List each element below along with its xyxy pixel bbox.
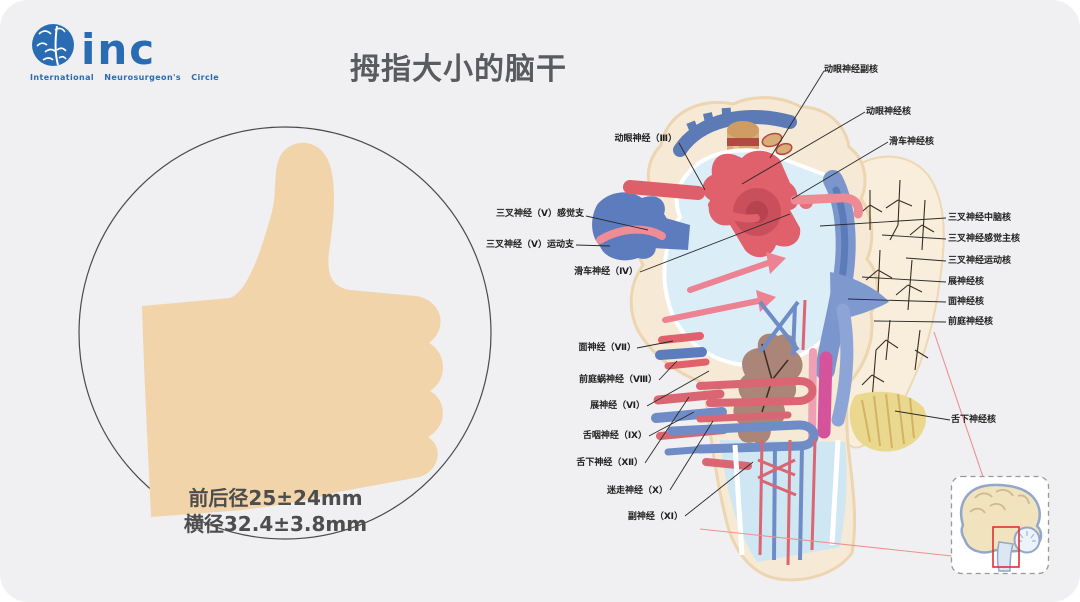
thumb-circle [78,126,492,540]
brain-sagittal-thumbnail [950,475,1050,575]
logo-wordmark: inc [81,25,157,74]
cerebellum-branches [857,179,935,401]
nucleus-label-trigeminal-mesencephalic: 三叉神经中脑核 [948,213,1012,223]
measurement-line2: 横径32.4±3.8mm [183,512,368,536]
logo-subtitle: International Neurosurgeon's Circle [30,73,220,82]
nucleus-label-hypoglossal: 舌下神经核 [951,415,997,425]
nerve-label-trochlear: 滑车神经（Ⅳ） [574,267,638,277]
page-title: 拇指大小的脑干 [350,52,567,87]
thumbs-up-icon [142,142,444,517]
nerve-label-vestibulocochlear: 前庭蜗神经（Ⅷ） [578,375,657,385]
nucleus-label-oculomotor-accessory: 动眼神经副核 [824,65,879,75]
nerve-label-glossopharyngeal: 舌咽神经（Ⅸ） [582,431,647,441]
nerve-label-trigeminal-motor: 三叉神经（Ⅴ）运动支 [486,240,574,250]
nucleus-label-oculomotor: 动眼神经核 [866,107,912,117]
nerve-label-facial: 面神经（Ⅶ） [578,343,636,353]
nucleus-label-facial: 面神经核 [948,297,985,307]
nerve-label-oculomotor: 动眼神经（Ⅲ） [614,134,677,144]
leader-lines [575,70,951,517]
nucleus-label-vestibular: 前庭神经核 [948,317,994,327]
nucleus-label-trochlear: 滑车神经核 [889,137,935,147]
nucleus-label-trigeminal-motor: 三叉神经运动核 [948,256,1012,266]
nerve-label-trigeminal-sensory: 三叉神经（Ⅴ）感觉支 [496,209,584,219]
brainstem-highlight-box [992,526,1020,568]
brain-icon [32,24,74,66]
measurement-line1: 前后径25±24mm [188,486,363,510]
brainstem-art [592,96,945,582]
tonsil-stripes [861,393,915,449]
nucleus-label-abducens: 展神经核 [948,277,985,287]
nerve-label-abducens: 展神经（Ⅵ） [590,401,645,411]
inc-logo: inc International Neurosurgeon's Circle [30,20,220,82]
nucleus-label-trigeminal-principal-sensory: 三叉神经感觉主核 [948,234,1021,244]
nerve-label-hypoglossal: 舌下神经（Ⅻ） [576,458,643,468]
nerve-label-vagus: 迷走神经（Ⅹ） [607,486,668,496]
nerve-label-accessory: 副神经（Ⅺ） [627,512,683,522]
